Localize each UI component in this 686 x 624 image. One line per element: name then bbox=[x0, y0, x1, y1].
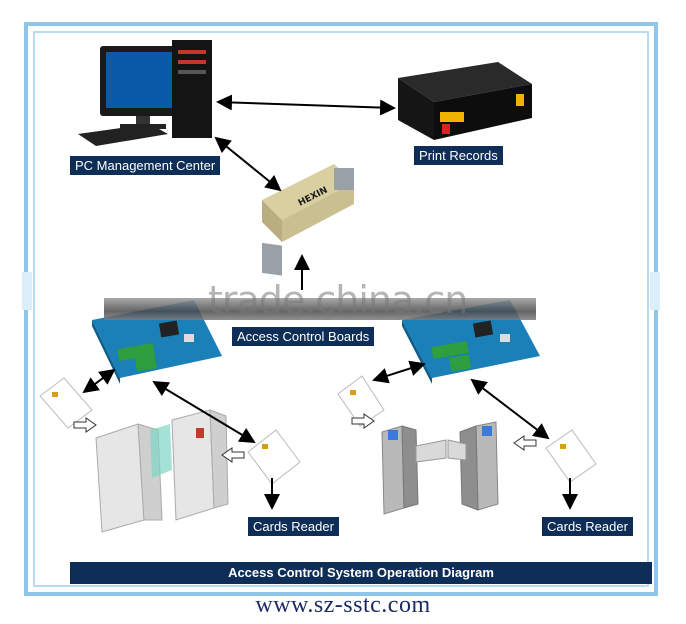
converter-icon bbox=[262, 164, 354, 276]
pc-management-label: PC Management Center bbox=[70, 156, 220, 175]
turnstile-right-icon bbox=[382, 422, 498, 514]
arrow-board-card-right bbox=[374, 364, 424, 380]
card-left-top-icon bbox=[40, 378, 92, 428]
cards-reader-left-label: Cards Reader bbox=[248, 517, 339, 536]
arrow-board-card-left bbox=[84, 370, 114, 392]
pc-computer-icon bbox=[78, 40, 212, 146]
watermark-text: trade.china.cn bbox=[208, 278, 467, 322]
cards-reader-right-label: Cards Reader bbox=[542, 517, 633, 536]
printer-icon bbox=[398, 62, 532, 140]
card-left-reader-icon bbox=[248, 430, 300, 484]
hollow-arrow-right-reader bbox=[514, 436, 536, 450]
print-records-label: Print Records bbox=[414, 146, 503, 165]
arrow-pc-printer bbox=[218, 102, 394, 108]
website-link[interactable]: www.sz-sstc.com bbox=[0, 592, 686, 619]
turnstile-left-icon bbox=[96, 410, 228, 532]
edge-highlight-left bbox=[22, 272, 32, 310]
card-right-reader-icon bbox=[546, 430, 596, 482]
edge-highlight bbox=[650, 272, 660, 310]
diagram-title-bar: Access Control System Operation Diagram bbox=[70, 562, 652, 584]
access-control-boards-label: Access Control Boards bbox=[232, 327, 374, 346]
arrow-pc-converter bbox=[216, 138, 280, 190]
